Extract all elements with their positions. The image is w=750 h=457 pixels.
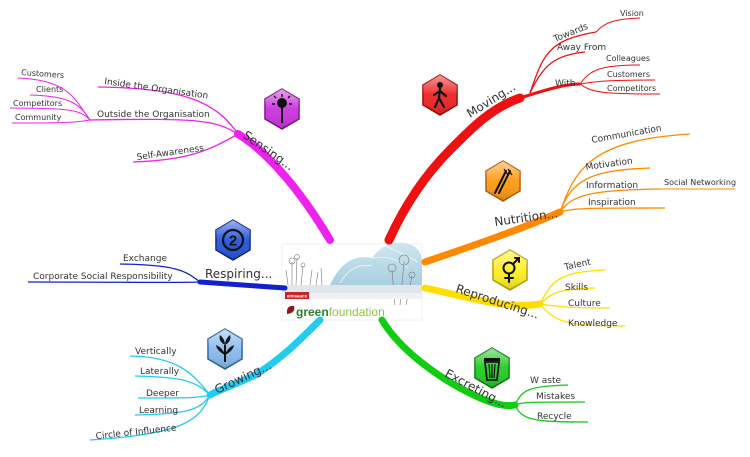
respiring-item-exchange: Exchange (123, 254, 167, 264)
branch-moving-line (384, 93, 525, 245)
moving-leaf-customers: Customers (607, 70, 650, 79)
branch-moving[interactable]: Moving... Towards Vision Away From With … (384, 9, 661, 245)
excreting-item-recycle: Recycle (537, 412, 572, 422)
central-image: eimsaaco greenfoundation (281, 242, 423, 321)
moving-item-away-from: Away From (557, 43, 606, 53)
growing-item-deeper: Deeper (146, 389, 179, 399)
plant-icon (207, 328, 243, 370)
branch-respiring[interactable]: Respiring... Exchange Corporate Social R… (27, 254, 288, 291)
nutrition-item-inspiration: Inspiration (588, 198, 636, 208)
nutrition-item-communication: Communication (591, 124, 663, 146)
moving-leaf-vision: Vision (620, 9, 644, 18)
green-foundation-logo: greenfoundation (296, 305, 385, 319)
walking-person-icon (422, 74, 458, 116)
nutrition-item-information: Information (586, 181, 638, 191)
branch-excreting-line (378, 316, 519, 410)
eims-badge-text: eimsaaco (287, 294, 308, 299)
branch-growing-line (206, 316, 324, 399)
gender-symbol-icon (492, 249, 528, 291)
sensing-leaf-customers: Customers (21, 68, 65, 80)
sensing-item-outside: Outside the Organisation (97, 110, 210, 120)
branch-respiring-line (197, 279, 288, 291)
eims-badge (285, 292, 309, 299)
branch-nutrition-line (421, 208, 564, 266)
sensing-leaf-community: Community (15, 113, 62, 122)
logo-word-green: green (296, 305, 329, 319)
branch-sensing-line (234, 130, 334, 244)
moving-item-with: With (555, 79, 575, 89)
fork-knife-icon (485, 160, 521, 202)
branch-reproducing-line (421, 284, 544, 309)
excreting-item-mistakes: Mistakes (536, 392, 575, 402)
sensing-leaf-competitors: Competitors (13, 99, 62, 108)
growing-item-vertically: Vertically (135, 347, 177, 357)
growing-item-laterally: Laterally (140, 367, 180, 377)
leaf-logo-icon (286, 305, 295, 314)
moving-item-towards: Towards (551, 22, 590, 45)
sensing-item-inside: Inside the Organisation (104, 77, 209, 101)
sensing-tree-icon (264, 88, 300, 130)
respiring-item-csr: Corporate Social Responsibility (33, 272, 173, 282)
growing-item-circle-of-influence: Circle of Influence (95, 424, 177, 442)
branch-sensing-label: Sensing... (240, 128, 296, 173)
eden-dome-shape (330, 242, 422, 285)
branch-respiring-label: Respiring... (205, 267, 272, 281)
moving-leaf-colleagues: Colleagues (606, 54, 650, 63)
excreting-item-waste: W aste (530, 376, 561, 386)
growing-item-learning: Learning (139, 406, 178, 416)
nutrition-item-motivation: Motivation (585, 156, 633, 172)
trash-bin-icon (474, 347, 510, 389)
respiring-icon-number: 2 (229, 233, 237, 250)
sensing-leaf-clients: Clients (36, 85, 63, 94)
branch-growing[interactable]: Growing... Vertically Laterally Deeper L… (89, 316, 324, 442)
nutrition-leaf-social-networking: Social Networking (664, 178, 736, 187)
reproducing-item-culture: Culture (568, 299, 601, 309)
reproducing-item-skills: Skills (565, 283, 588, 293)
reproducing-item-knowledge: Knowledge (568, 319, 618, 329)
sensing-item-self-awareness: Self-Awareness (136, 144, 205, 163)
moving-leaf-competitors: Competitors (607, 84, 656, 93)
logo-word-foundation: foundation (329, 305, 385, 319)
branch-nutrition[interactable]: Nutrition... Communication Motivation In… (421, 124, 736, 266)
branch-reproducing-label: Reproducing... (454, 282, 541, 322)
number-two-icon: 2 (215, 219, 251, 261)
